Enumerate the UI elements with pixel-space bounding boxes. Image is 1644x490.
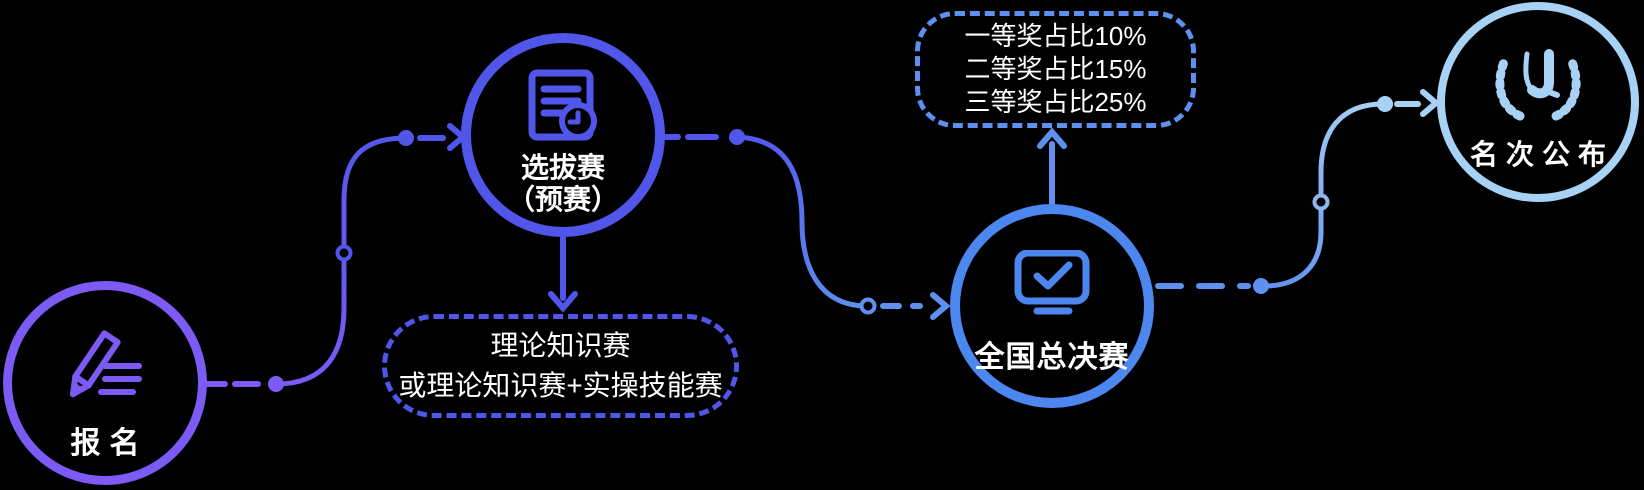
pencil-icon xyxy=(69,330,142,398)
callout-line: 或理论知识赛+实操技能赛 xyxy=(398,370,723,401)
arrow-finals-to-prize xyxy=(1037,127,1067,207)
node-results: 名次公布 xyxy=(1437,2,1639,202)
arrowhead-into-results xyxy=(1420,89,1441,117)
arrow-selection-to-preliminary xyxy=(548,233,578,313)
arrowhead-up xyxy=(1037,127,1067,149)
callout-line: 二等奖占比15% xyxy=(964,54,1147,84)
node-label: 名次公布 xyxy=(1469,139,1614,170)
arrowhead-down xyxy=(548,291,578,313)
callout-line: 理论知识赛 xyxy=(490,330,631,361)
callout-line: 三等奖占比25% xyxy=(964,87,1147,117)
node-selection: 选拔赛 （预赛） xyxy=(461,33,665,237)
callout-line: 一等奖占比10% xyxy=(964,21,1147,51)
connector-finals-results xyxy=(1155,89,1441,294)
document-clock-icon xyxy=(528,69,597,141)
arrowhead-into-finals xyxy=(930,292,951,320)
node-label: 全国总决赛 xyxy=(974,341,1130,374)
node-finals: 全国总决赛 xyxy=(950,204,1154,408)
node-label: 选拔赛 （预赛） xyxy=(506,152,619,215)
node-sublabel: （预赛） xyxy=(506,184,619,215)
node-signup: 报名 xyxy=(3,281,207,485)
callout-preliminary-format: 理论知识赛 或理论知识赛+实操技能赛 xyxy=(382,314,739,418)
connector-selection-finals xyxy=(663,129,951,320)
laurel-u-icon xyxy=(1495,49,1581,121)
monitor-check-icon xyxy=(1014,250,1090,315)
connector-signup-selection xyxy=(204,123,468,392)
callout-prize-ratio: 一等奖占比10% 二等奖占比15% 三等奖占比25% xyxy=(915,11,1196,128)
node-label: 报名 xyxy=(70,427,149,460)
